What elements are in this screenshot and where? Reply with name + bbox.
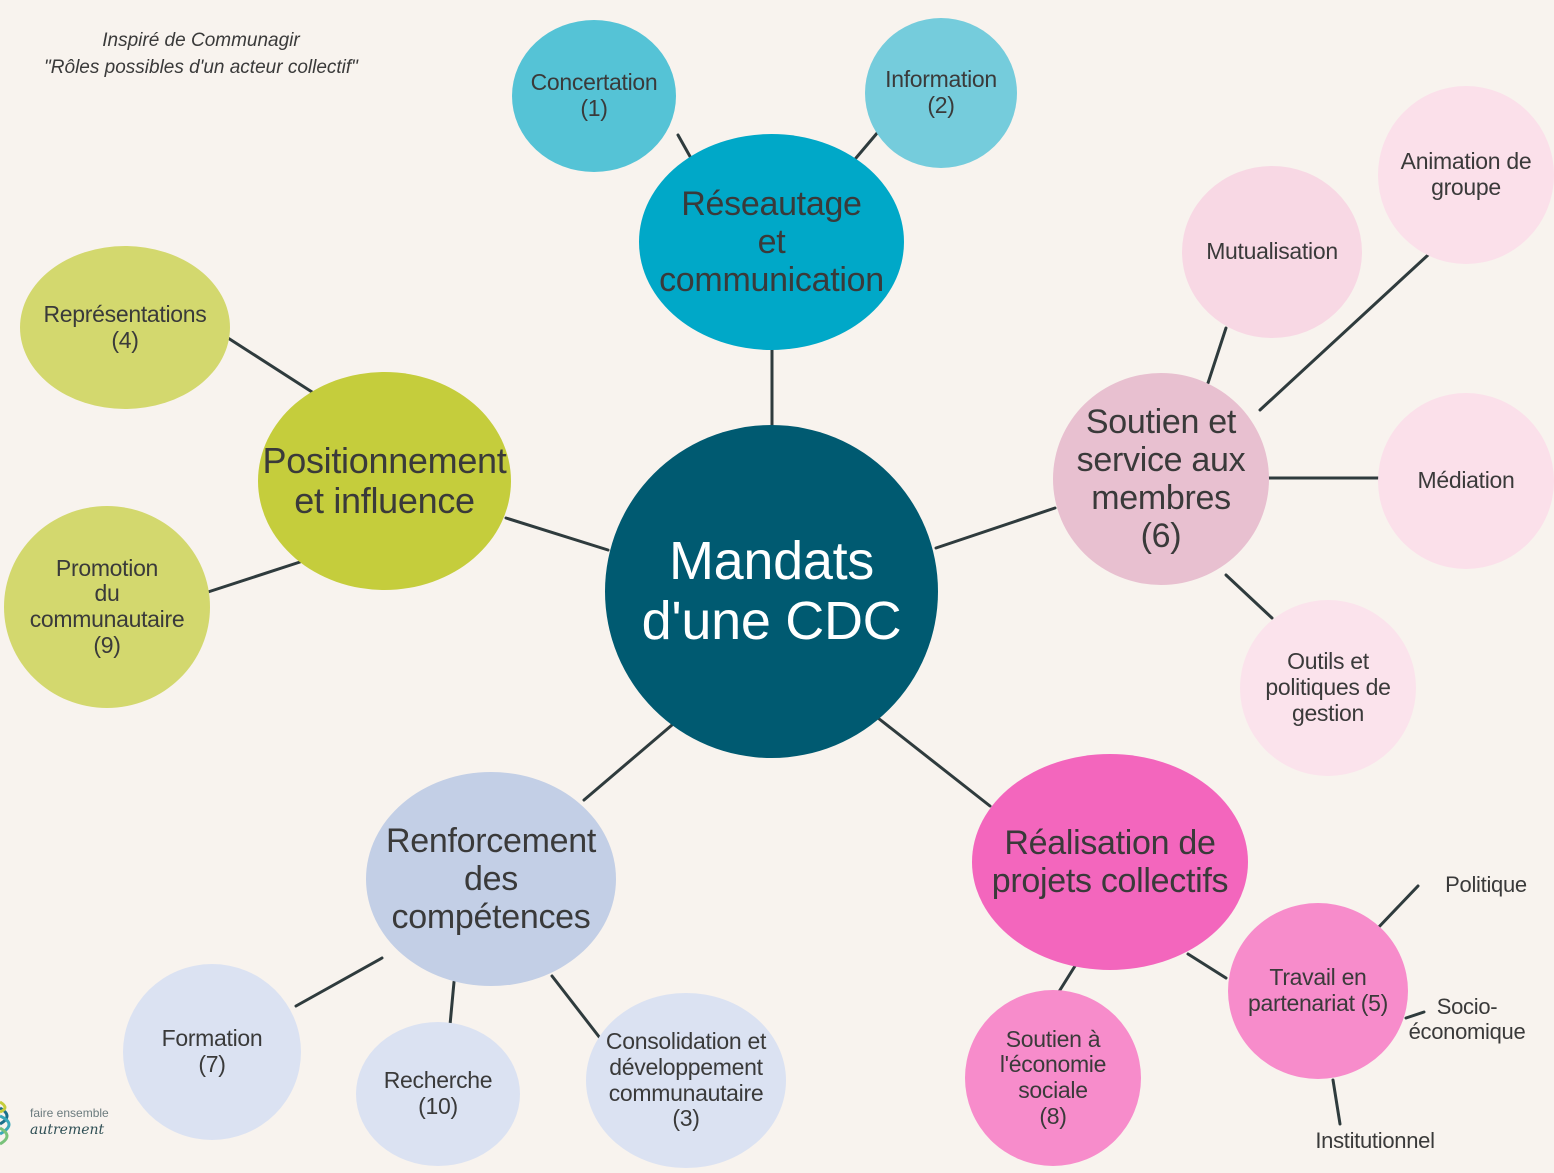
logo-line2: autrement	[30, 1122, 105, 1138]
node-partenariat: Travail en partenariat (5)	[1228, 903, 1408, 1079]
node-positionnement-label: Positionnement et influence	[262, 439, 507, 521]
source-note: Inspiré de Communagir "Rôles possibles d…	[6, 28, 396, 81]
connector-realisation-partenariat	[1186, 952, 1228, 980]
faire-ensemble-logo: faire ensemble autrement	[0, 1092, 140, 1158]
node-renforcement-label: Renforcement des compétences	[386, 821, 596, 937]
node-mediation-label: Médiation	[1417, 467, 1515, 494]
node-recherche-label: Recherche (10)	[383, 1067, 493, 1119]
node-soutien-label: Soutien et service aux membres (6)	[1076, 402, 1246, 556]
node-reseautage: Réseautage et communication	[639, 134, 904, 350]
node-animation: Animation de groupe	[1378, 86, 1554, 264]
label-politique: Politique	[1445, 872, 1527, 897]
node-representations: Représentations (4)	[20, 246, 230, 409]
connector-soutien-outils	[1224, 573, 1274, 620]
connector-center-realisation	[876, 716, 992, 808]
node-animation-label: Animation de groupe	[1400, 148, 1532, 200]
node-concertation: Concertation (1)	[512, 20, 676, 172]
source-note-line1: Inspiré de Communagir	[102, 30, 300, 51]
connector-partenariat-socio	[1404, 1010, 1426, 1020]
connector-soutien-animation	[1258, 253, 1430, 412]
node-recherche: Recherche (10)	[356, 1022, 520, 1166]
node-formation: Formation (7)	[123, 964, 301, 1140]
node-promotion-label: Promotion du communautaire (9)	[29, 554, 185, 658]
node-representations-label: Représentations (4)	[43, 300, 207, 353]
node-realisation-label: Réalisation de projets collectifs	[991, 823, 1229, 900]
connector-renforcement-recherche	[448, 980, 456, 1027]
flower-icon	[0, 1100, 11, 1146]
node-renforcement: Renforcement des compétences	[366, 772, 616, 986]
node-concertation-label: Concertation (1)	[530, 69, 658, 121]
connector-partenariat-institutionnel	[1331, 1078, 1342, 1126]
node-mediation: Médiation	[1378, 393, 1554, 569]
connector-center-positionnement	[504, 516, 610, 552]
node-reseautage-label: Réseautage et communication	[659, 184, 884, 300]
node-outils: Outils et politiques de gestion	[1240, 600, 1416, 776]
connector-reseautage-information	[854, 130, 880, 160]
node-center-mandats-label: Mandats d'une CDC	[641, 531, 902, 651]
node-information-label: Information (2)	[885, 66, 997, 118]
node-center-mandats: Mandats d'une CDC	[605, 425, 938, 758]
node-consolidation: Consolidation et développement communaut…	[586, 993, 786, 1168]
node-consolidation-label: Consolidation et développement communaut…	[605, 1028, 767, 1132]
node-economie-sociale: Soutien à l'économie sociale (8)	[965, 990, 1141, 1166]
node-soutien: Soutien et service aux membres (6)	[1053, 373, 1269, 585]
node-positionnement: Positionnement et influence	[258, 372, 511, 590]
connector-renforcement-formation	[294, 956, 384, 1008]
node-outils-label: Outils et politiques de gestion	[1265, 648, 1391, 726]
node-promotion: Promotion du communautaire (9)	[4, 506, 210, 708]
connector-partenariat-politique	[1374, 884, 1420, 932]
node-realisation: Réalisation de projets collectifs	[972, 754, 1248, 970]
label-institutionnel: Institutionnel	[1315, 1128, 1435, 1153]
source-note-line2: "Rôles possibles d'un acteur collectif"	[44, 56, 358, 78]
node-formation-label: Formation (7)	[161, 1025, 263, 1077]
connector-renforcement-consolidation	[550, 974, 602, 1040]
node-information: Information (2)	[865, 18, 1017, 168]
connector-positionnement-promotion	[206, 560, 302, 594]
connector-center-renforcement	[582, 723, 674, 802]
node-economie-sociale-label: Soutien à l'économie sociale (8)	[999, 1025, 1107, 1129]
node-partenariat-label: Travail en partenariat (5)	[1248, 964, 1388, 1016]
logo-line1: faire ensemble	[30, 1106, 109, 1120]
connector-positionnement-representations	[226, 336, 314, 394]
connector-soutien-mutualisation	[1206, 326, 1228, 385]
label-socio-economique: Socio- économique	[1408, 994, 1526, 1045]
node-mutualisation-label: Mutualisation	[1206, 238, 1338, 265]
node-mutualisation: Mutualisation	[1182, 166, 1362, 338]
connector-center-soutien	[934, 506, 1057, 550]
